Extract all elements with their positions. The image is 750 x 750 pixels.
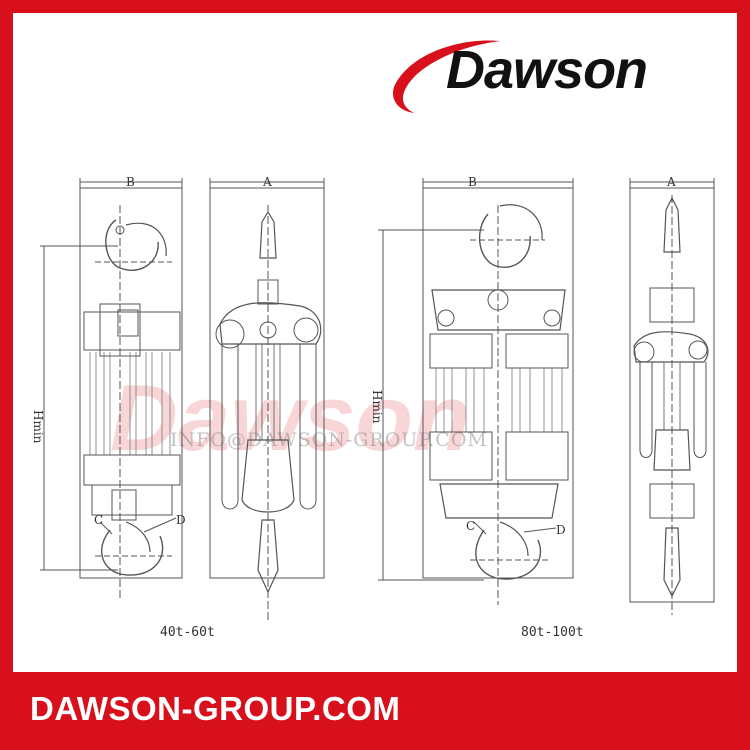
brand-logo: Dawson [388, 35, 708, 125]
swoosh-icon [392, 40, 500, 113]
dim-c-80t: C [466, 519, 475, 533]
dim-hmin-80t: Hmin [370, 390, 384, 424]
dim-a-80t: A [666, 175, 676, 189]
dim-d-40t: D [176, 513, 186, 527]
hoist-drawing: Dawson INFO@DAWSON-GROUP.COM [31, 175, 715, 640]
caption-40t-60t: 40t-60t [160, 625, 215, 640]
brand-name: Dawson [446, 40, 648, 100]
website-link[interactable]: DAWSON-GROUP.COM [30, 690, 401, 727]
dim-a-40t: A [262, 175, 272, 189]
dim-b-80t: B [468, 175, 477, 189]
watermark-url: INFO@DAWSON-GROUP.COM [170, 429, 488, 451]
dim-c-40t: C [94, 513, 103, 527]
footer-bar: DAWSON-GROUP.COM [0, 672, 750, 750]
dim-b-40t: B [126, 175, 135, 189]
watermark-word: Dawson [110, 365, 470, 470]
caption-80t-100t: 80t-100t [521, 625, 584, 640]
dim-hmin-40t: Hmin [31, 410, 45, 444]
dim-d-80t: D [556, 523, 566, 537]
frame-40t-side [209, 187, 325, 579]
